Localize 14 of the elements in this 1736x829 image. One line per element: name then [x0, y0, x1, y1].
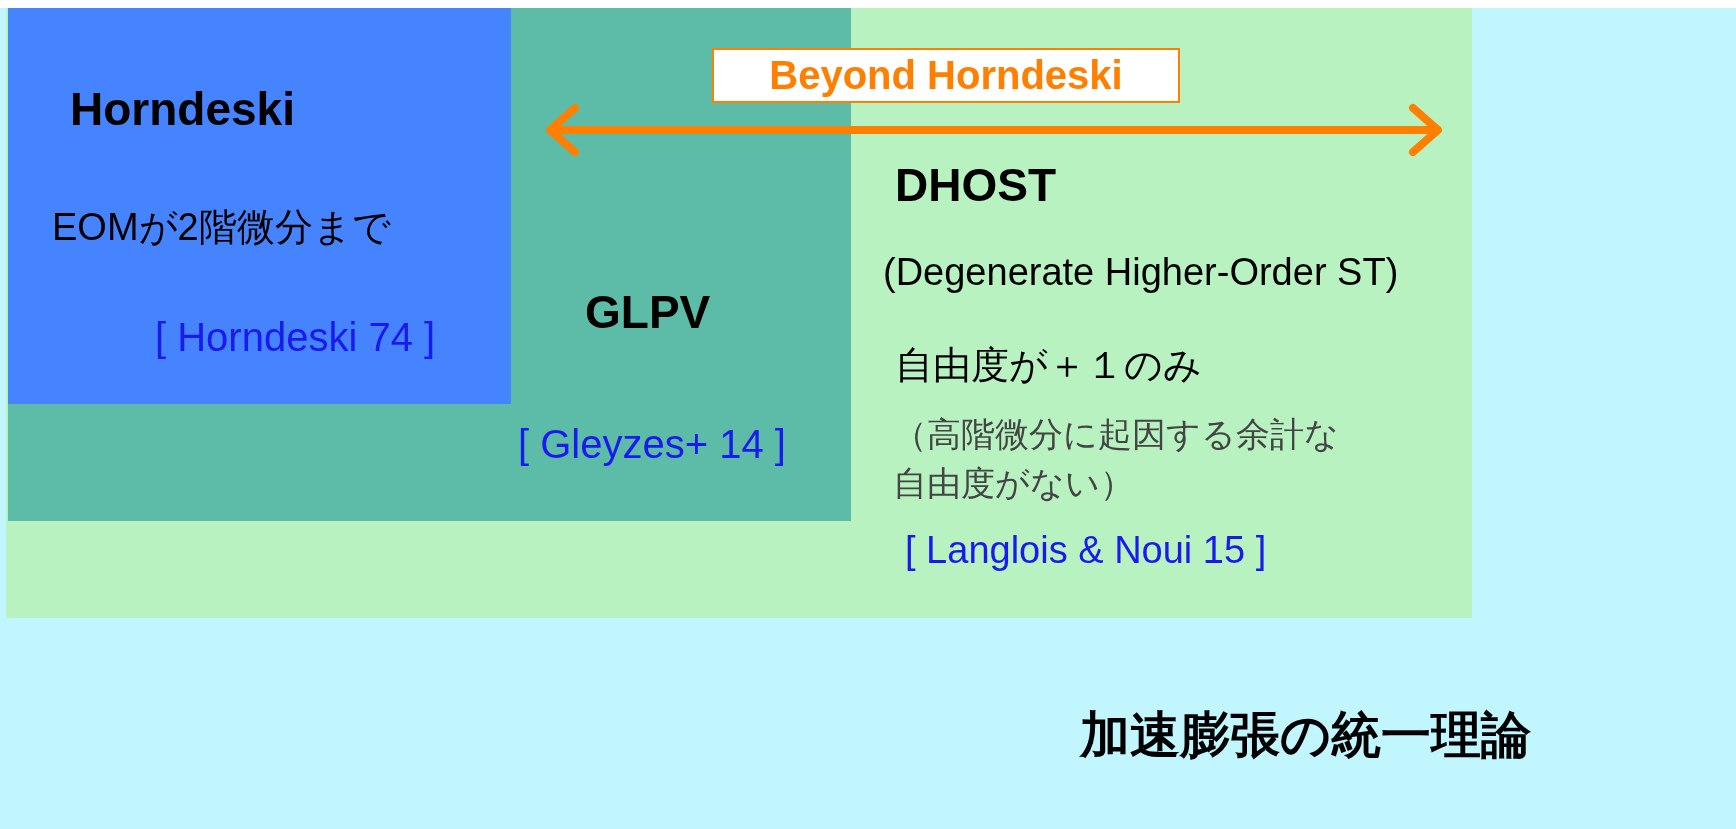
theory-region [6, 8, 1472, 618]
theory-region [0, 8, 1736, 829]
reference: [ Gleyzes+ 14 ] [518, 421, 786, 468]
note: （高階微分に起因する余計な自由度がない） [893, 414, 1340, 505]
region-title: 加速膨張の統一理論 [1080, 706, 1531, 765]
region-title: DHOST [895, 158, 1056, 213]
description: EOMが2階微分まで [52, 205, 391, 250]
theory-region [8, 8, 511, 404]
reference: [ Horndeski 74 ] [155, 314, 436, 361]
full-name: (Degenerate Higher-Order ST) [883, 250, 1399, 295]
region-title: Horndeski [70, 82, 295, 137]
description: 自由度が＋１のみ [895, 343, 1202, 388]
region-title: GLPV [585, 285, 711, 340]
reference: [ Langlois & Noui 15 ] [905, 528, 1267, 573]
